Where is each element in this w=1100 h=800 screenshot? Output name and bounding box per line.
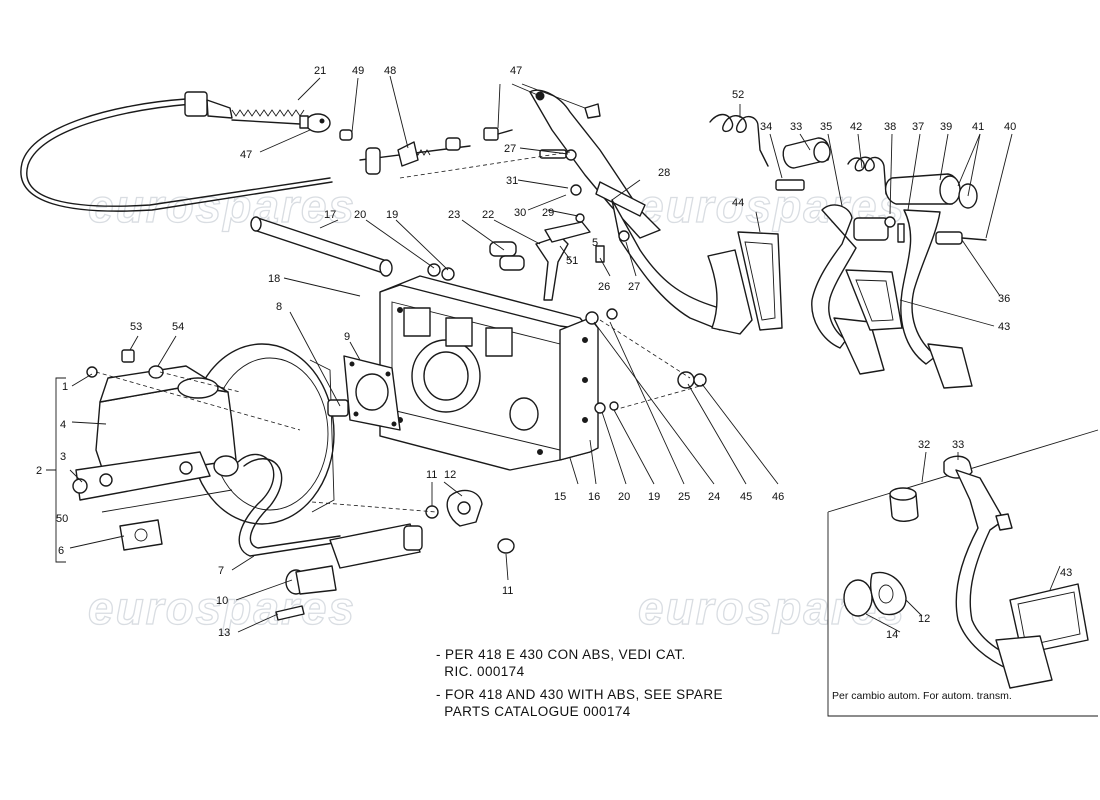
clutch-cable [20,91,333,212]
part-labels: 21 49 48 47 47 27 31 30 29 28 52 34 33 3… [36,65,1072,641]
note-line: - PER 418 E 430 CON ABS, VEDI CAT. [436,647,686,662]
part-number-label: 51 [566,255,578,267]
part-number-label: 42 [850,121,862,133]
part-number-label: 41 [972,121,984,133]
part-number-label: 25 [678,491,690,503]
part-number-label: 31 [506,175,518,187]
part-number-label: 47 [510,65,522,77]
part-number-label: 20 [618,491,630,503]
note-line: PARTS CATALOGUE 000174 [436,704,631,719]
part-number-label: 1 [62,381,68,393]
part-number-label: 2 [36,465,42,477]
part-number-label: 16 [588,491,600,503]
part-number-label: 28 [658,167,670,179]
part-number-label: 48 [384,65,396,77]
part-number-label: 26 [598,281,610,293]
part-number-label: 8 [276,301,282,313]
part-number-label: 15 [554,491,566,503]
part-number-label: 50 [56,513,68,525]
part-number-label: 11 [426,469,437,481]
pedal-set [775,137,987,389]
part-number-label: 7 [218,565,224,577]
part-number-label: 33 [790,121,802,133]
part-number-label: 47 [240,149,252,161]
note-line: RIC. 000174 [436,664,525,679]
part-number-label: 46 [772,491,784,503]
part-number-label: 22 [482,209,494,221]
pedal-box-housing [379,275,599,471]
part-number-label: 54 [172,321,184,333]
part-number-label: 19 [386,209,398,221]
part-number-label: 33 [952,439,964,451]
note-line: - FOR 418 AND 430 WITH ABS, SEE SPARE [436,687,723,702]
part-number-label: 52 [732,89,744,101]
part-number-label: 36 [998,293,1010,305]
part-number-label: 9 [344,331,350,343]
part-number-label: 18 [268,273,280,285]
part-number-label: 24 [708,491,720,503]
part-number-label: 39 [940,121,952,133]
part-number-label: 29 [542,207,554,219]
pushrod-assembly [339,127,513,175]
inset-caption: Per cambio autom. For autom. transm. [832,690,1012,702]
part-number-label: 6 [58,545,64,557]
part-number-label: 32 [918,439,930,451]
pivot-rod [250,216,455,281]
part-number-label: 12 [444,469,456,481]
part-number-label: 43 [1060,567,1072,579]
part-number-label: 34 [760,121,772,133]
part-number-label: 37 [912,121,924,133]
part-number-label: 49 [352,65,364,77]
inset-panel [827,429,1099,717]
part-number-label: 4 [60,419,66,431]
part-number-label: 3 [60,451,66,463]
part-number-label: 11 [502,585,513,597]
part-number-label: 43 [998,321,1010,333]
part-number-label: 53 [130,321,142,333]
part-number-label: 17 [324,209,336,221]
part-number-label: 45 [740,491,752,503]
part-number-label: 30 [514,207,526,219]
part-number-label: 20 [354,209,366,221]
clutch-slave-cylinder [275,489,515,621]
brake-booster [72,343,349,557]
part-number-label: 10 [216,595,228,607]
part-number-label: 12 [918,613,930,625]
part-number-label: 38 [884,121,896,133]
part-number-label: 23 [448,209,460,221]
dashed-leaders [95,151,701,513]
group-bracket [46,377,66,563]
part-number-label: 13 [218,627,230,639]
part-number-label: 35 [820,121,832,133]
part-number-label: 27 [504,143,516,155]
part-number-label: 40 [1004,121,1016,133]
callout-leaders [69,75,1013,633]
part-number-label: 5 [592,237,598,249]
part-number-label: 27 [628,281,640,293]
abs-note-english: - FOR 418 AND 430 WITH ABS, SEE SPARE PA… [436,686,723,720]
part-number-label: 19 [648,491,660,503]
part-number-label: 44 [732,197,744,209]
part-number-label: 14 [886,629,898,641]
abs-note-italian: - PER 418 E 430 CON ABS, VEDI CAT. RIC. … [436,646,686,680]
washers [585,308,707,414]
gasket [343,355,401,431]
part-number-label: 21 [314,65,326,77]
